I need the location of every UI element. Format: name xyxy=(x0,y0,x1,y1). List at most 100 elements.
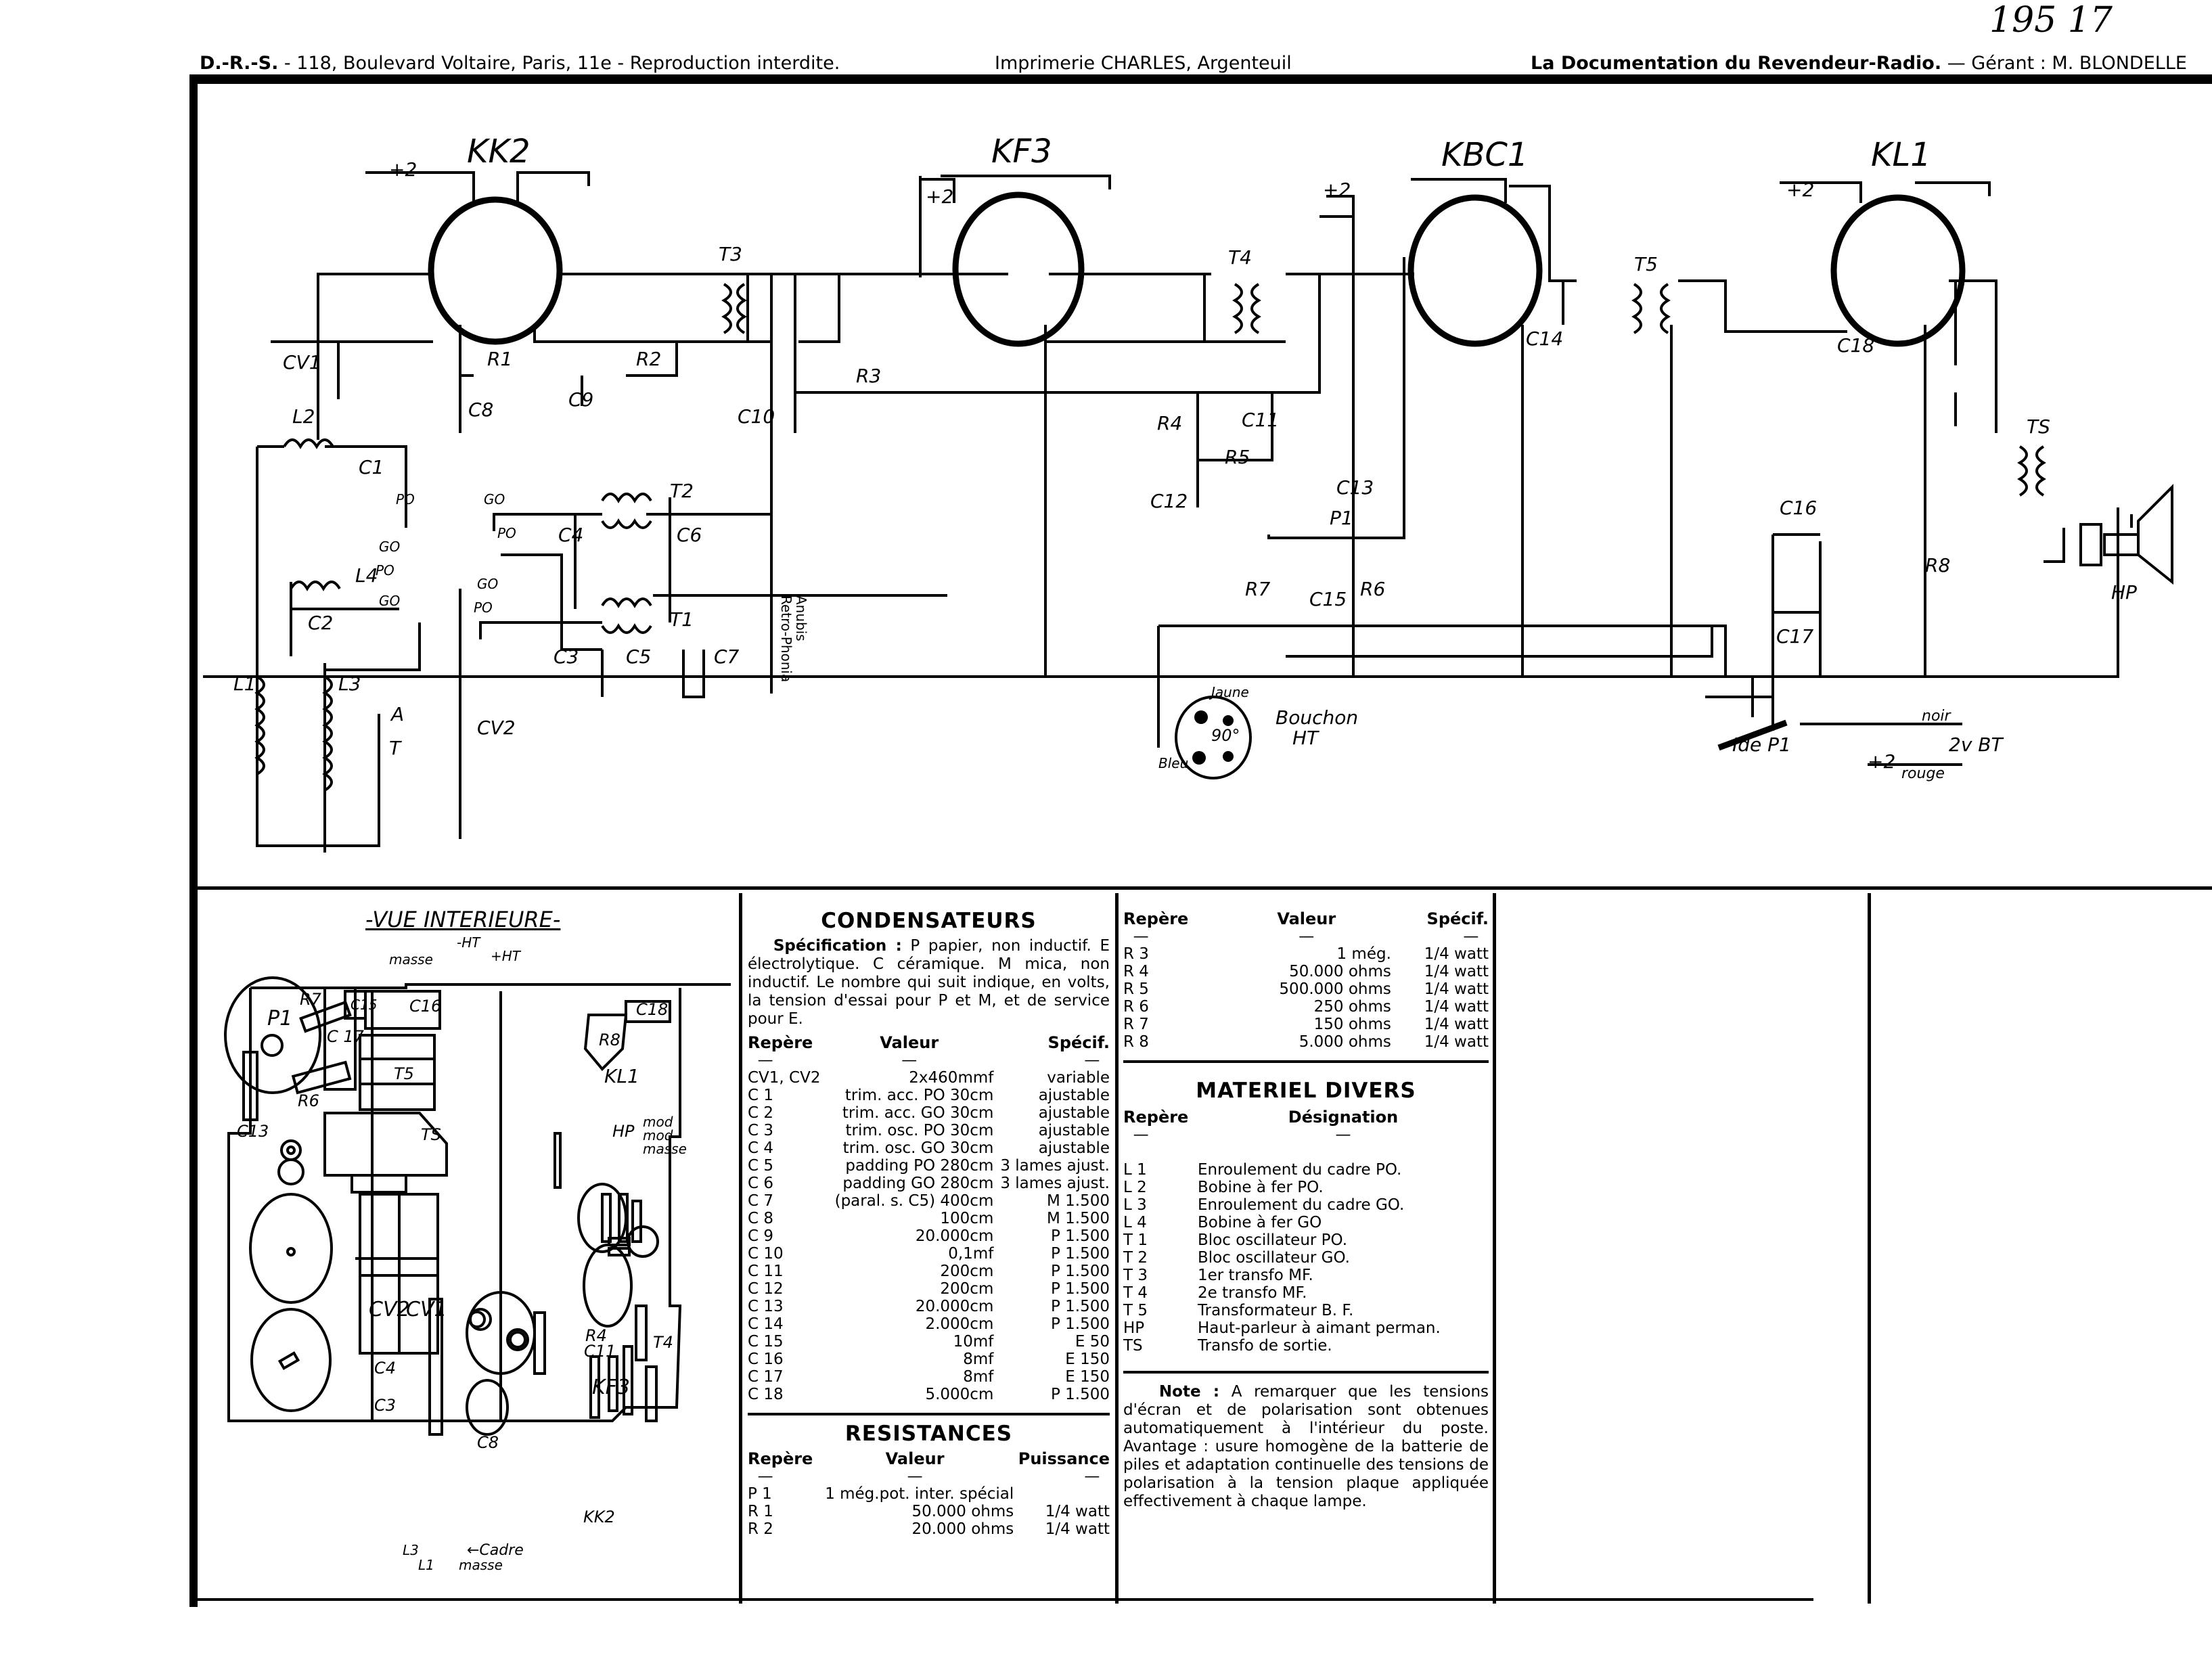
label-c12: C12 xyxy=(1150,490,1188,512)
section-divider xyxy=(1123,1060,1489,1063)
label-l4: L4 xyxy=(355,564,378,587)
iv-label-c15: C15 xyxy=(351,997,377,1013)
watermark: Anubis Retro-Phonia xyxy=(778,595,809,683)
table-cell: 20.000cm xyxy=(915,1227,994,1245)
frame-middle-rule xyxy=(189,886,2212,890)
table-cell: R 5 xyxy=(1123,980,1149,998)
table-cell: Enroulement du cadre PO. xyxy=(1198,1161,1402,1179)
table-cell: C 10 xyxy=(748,1245,784,1263)
label-t4: T4 xyxy=(1228,246,1252,269)
iv-label-r8: R8 xyxy=(599,1030,620,1049)
table-row: T 2 Bloc oscillateur GO. xyxy=(1123,1249,1489,1267)
label-po-1: PO xyxy=(396,491,415,507)
iv-label-kf3: KF3 xyxy=(592,1376,630,1399)
table-cell: (paral. s. C5) 400cm xyxy=(834,1192,994,1210)
label-p1: P1 xyxy=(1330,507,1353,529)
iv-label-c13: C13 xyxy=(237,1122,269,1141)
table-cell: 250 ohms xyxy=(1313,998,1391,1016)
table-cell: T 3 xyxy=(1123,1267,1148,1284)
col-header: Valeur xyxy=(880,1033,939,1052)
iv-label-mod-2: mod xyxy=(643,1127,673,1143)
label-noir: noir xyxy=(1922,708,1952,725)
label-c18: C18 xyxy=(1837,334,1874,357)
table-cell: T 2 xyxy=(1123,1249,1148,1267)
table-cell: P 1.500 xyxy=(1050,1227,1110,1245)
label-r4: R4 xyxy=(1157,412,1182,434)
iv-label-masse-hp: masse xyxy=(643,1141,687,1157)
label-plus2-kf3: +2 xyxy=(926,185,953,208)
table-cell: C 13 xyxy=(748,1298,784,1315)
label-po-4: PO xyxy=(474,599,493,616)
iv-label-c18: C18 xyxy=(636,1000,668,1019)
iv-label-l1: L1 xyxy=(418,1557,434,1573)
table-cell: 1/4 watt xyxy=(1045,1520,1110,1538)
table-cell: 150 ohms xyxy=(1313,1016,1391,1033)
table-cell: 1/4 watt xyxy=(1424,1033,1489,1051)
label-c6: C6 xyxy=(677,524,702,546)
table-row: C 17 8mf E 150 xyxy=(748,1368,1110,1386)
table-cell: 1/4 watt xyxy=(1424,945,1489,963)
label-r2: R2 xyxy=(636,348,661,370)
col-header: Puissance xyxy=(1018,1449,1110,1468)
iv-label-ts: TS xyxy=(421,1125,441,1144)
label-hp: HP xyxy=(2111,581,2137,604)
table-cell: R 8 xyxy=(1123,1033,1149,1051)
table-cell: C 17 xyxy=(748,1368,784,1386)
table-cell: P 1.500 xyxy=(1050,1263,1110,1280)
label-c4: C4 xyxy=(558,524,583,546)
table-cell: 2e transfo MF. xyxy=(1198,1284,1307,1302)
table-cell: C 3 xyxy=(748,1122,774,1139)
tube-kl1-envelope xyxy=(1830,194,1966,347)
tube-label-kk2: KK2 xyxy=(467,133,531,171)
col-header: Repère xyxy=(1123,1108,1189,1127)
table-cell: E 150 xyxy=(1065,1368,1110,1386)
table-cell: 200cm xyxy=(940,1280,994,1298)
table-cell: 1 még.pot. inter. spécial xyxy=(825,1485,1014,1503)
table-cell: 3 lames ajust. xyxy=(1000,1175,1110,1192)
coil-glyphs xyxy=(254,283,2046,792)
watermark-line-2: Retro-Phonia xyxy=(778,595,794,683)
table-cell: P 1.500 xyxy=(1050,1245,1110,1263)
label-c1: C1 xyxy=(359,456,384,478)
table-cell: 1 még. xyxy=(1336,945,1391,963)
table-cell: R 4 xyxy=(1123,963,1149,980)
col-header: Désignation xyxy=(1288,1108,1399,1127)
table-cell: C 15 xyxy=(748,1333,784,1351)
table-cell: C 18 xyxy=(748,1386,784,1403)
label-l1: L1 xyxy=(233,673,256,695)
circuit-schematic: KK2 KF3 KBC1 KL1 +2 +2 +2 +2 CV1 CV2 L1 … xyxy=(203,133,2173,853)
table-cell: trim. acc. GO 30cm xyxy=(842,1104,994,1122)
table-cell xyxy=(1014,1485,1110,1503)
iv-label-plus-ht: +HT xyxy=(491,948,522,964)
table-cell: C 8 xyxy=(748,1210,774,1227)
table-cell: Haut-parleur à aimant perman. xyxy=(1198,1319,1441,1337)
label-c10: C10 xyxy=(738,405,775,428)
capacitors-title: CONDENSATEURS xyxy=(821,909,1037,933)
label-c5: C5 xyxy=(626,645,651,668)
iv-label-cv1: CV1 xyxy=(406,1298,447,1321)
table-cell: 5.000cm xyxy=(925,1386,994,1403)
table-cell: 1/4 watt xyxy=(1424,963,1489,980)
table-cell: P 1 xyxy=(748,1485,772,1503)
col-header: Repère xyxy=(1123,909,1189,928)
table-cell: padding GO 280cm xyxy=(842,1175,994,1192)
table-cell: Bloc oscillateur GO. xyxy=(1198,1249,1350,1267)
table-cell: C 7 xyxy=(748,1192,774,1210)
table-cell: 8mf xyxy=(963,1368,994,1386)
label-ts: TS xyxy=(2027,415,2050,438)
interior-view-drawing: masse -HT +HT P1 R7 C15 C16 C18 R8 KL1 T… xyxy=(224,934,731,1573)
label-battery: 2v BT xyxy=(1949,733,2004,756)
iv-label-c3: C3 xyxy=(374,1396,396,1415)
